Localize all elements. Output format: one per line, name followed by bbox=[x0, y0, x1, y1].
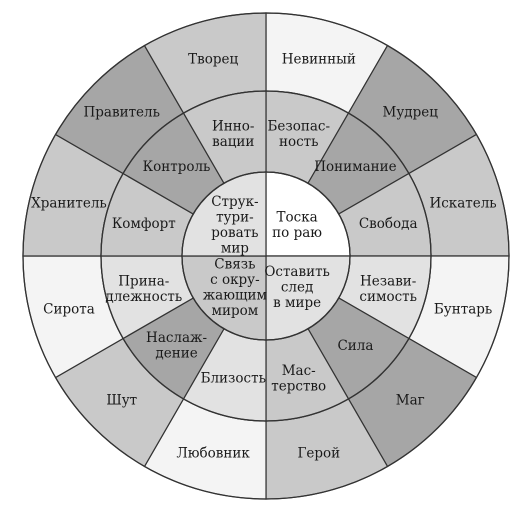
ring-outlines bbox=[22, 12, 510, 500]
middle-label: Безопас-ность bbox=[267, 119, 330, 151]
middle-label: Свобода bbox=[359, 216, 418, 232]
outer-label: Сирота bbox=[43, 301, 95, 317]
outer-label: Маг bbox=[396, 393, 425, 409]
outer-label: Шут bbox=[106, 393, 137, 409]
middle-label: Незави-симость bbox=[359, 273, 417, 305]
outer-label: Герой bbox=[297, 446, 340, 462]
outer-label: Искатель bbox=[429, 196, 496, 212]
ring-outline bbox=[22, 12, 510, 500]
outer-label: Бунтарь bbox=[434, 301, 492, 317]
middle-label: Наслаж-дение bbox=[146, 330, 207, 362]
middle-label: Инно-вации bbox=[212, 119, 254, 151]
outer-label: Правитель bbox=[84, 104, 160, 120]
outer-label: Творец bbox=[188, 51, 238, 67]
middle-label: Сила bbox=[337, 338, 373, 354]
middle-label: Мас-терство bbox=[271, 363, 326, 395]
outer-label: Любовник bbox=[177, 446, 251, 462]
ring-outline bbox=[181, 171, 351, 341]
middle-label: Понимание bbox=[314, 159, 396, 175]
outer-label: Хранитель bbox=[31, 196, 107, 212]
middle-label: Контроль bbox=[143, 159, 211, 175]
ring-outline bbox=[100, 90, 432, 422]
middle-label: Комфорт bbox=[112, 216, 176, 232]
outer-label: Невинный bbox=[282, 51, 356, 67]
middle-label: Близость bbox=[201, 371, 266, 387]
middle-label: Прина-длежность bbox=[105, 273, 182, 305]
inner-circle bbox=[181, 171, 351, 341]
outer-ring bbox=[22, 12, 510, 500]
outer-label: Мудрец bbox=[383, 104, 439, 120]
